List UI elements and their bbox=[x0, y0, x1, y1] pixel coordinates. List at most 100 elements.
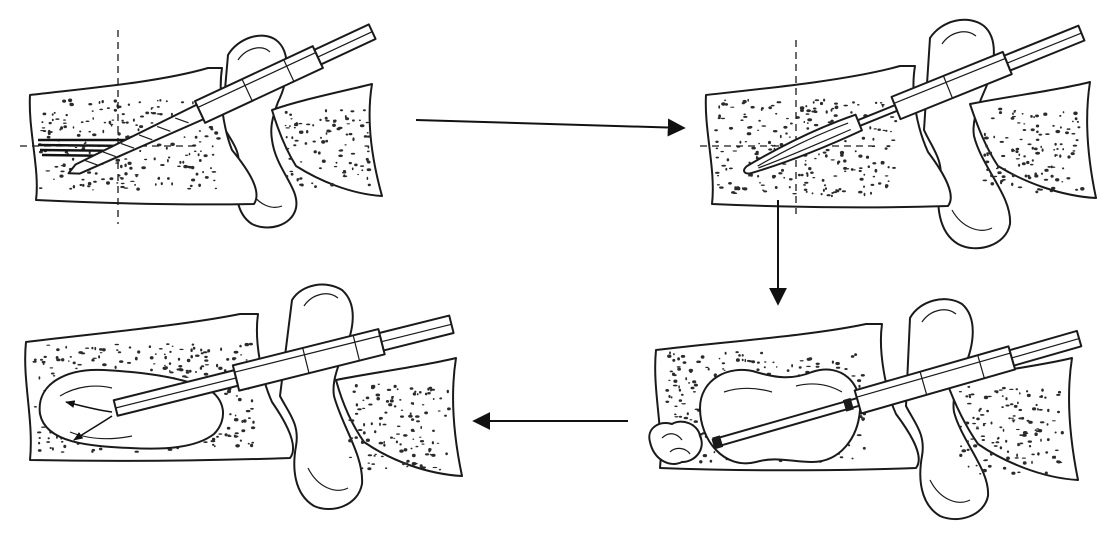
bone-speck bbox=[982, 439, 985, 441]
bone-speck bbox=[959, 391, 962, 392]
bone-speck bbox=[367, 151, 370, 153]
bone-speck bbox=[212, 444, 214, 446]
bone-speck bbox=[881, 161, 885, 165]
bone-speck bbox=[187, 359, 191, 362]
bone-speck bbox=[405, 462, 408, 465]
bone-speck bbox=[1039, 409, 1043, 411]
bone-speck bbox=[1016, 454, 1018, 458]
bone-speck bbox=[402, 462, 405, 465]
bone-speck bbox=[1007, 450, 1009, 453]
bone-speck bbox=[725, 352, 727, 355]
bone-speck bbox=[1012, 116, 1016, 117]
bone-speck bbox=[212, 154, 215, 156]
bone-speck bbox=[181, 101, 184, 103]
bone-speck bbox=[742, 187, 744, 189]
bone-speck bbox=[1014, 110, 1016, 113]
bone-speck bbox=[286, 136, 288, 138]
bone-speck bbox=[413, 392, 416, 395]
bone-speck bbox=[976, 427, 979, 428]
bone-speck bbox=[984, 137, 989, 140]
bone-speck bbox=[1036, 430, 1041, 432]
bone-speck bbox=[53, 375, 55, 377]
bone-speck bbox=[168, 157, 170, 159]
bone-speck bbox=[47, 136, 51, 139]
bone-speck bbox=[679, 389, 681, 392]
bone-speck bbox=[406, 460, 409, 463]
bone-speck bbox=[338, 127, 343, 129]
bone-speck bbox=[985, 145, 988, 148]
bone-speck bbox=[410, 387, 414, 390]
bone-speck bbox=[877, 129, 881, 131]
bone-speck bbox=[777, 101, 782, 103]
bone-speck bbox=[1033, 116, 1035, 118]
bone-speck bbox=[872, 162, 876, 164]
bone-speck bbox=[245, 343, 250, 346]
bone-speck bbox=[1018, 164, 1020, 167]
bone-speck bbox=[39, 376, 41, 379]
bone-speck bbox=[366, 397, 370, 400]
bone-speck bbox=[716, 148, 719, 150]
bone-speck bbox=[291, 173, 294, 176]
bone-speck bbox=[199, 159, 202, 162]
bone-speck bbox=[790, 123, 793, 125]
bone-speck bbox=[1047, 409, 1049, 412]
bone-speck bbox=[420, 426, 422, 429]
bone-speck bbox=[73, 362, 76, 365]
bone-speck bbox=[745, 141, 747, 142]
bone-speck bbox=[141, 166, 146, 169]
bone-speck bbox=[997, 438, 999, 440]
bone-speck bbox=[314, 185, 317, 188]
bone-speck bbox=[806, 172, 809, 174]
bone-speck bbox=[355, 436, 358, 439]
bone-speck bbox=[1055, 130, 1060, 133]
bone-speck bbox=[814, 124, 818, 126]
bone-speck bbox=[973, 444, 977, 447]
bone-speck bbox=[124, 187, 129, 188]
bone-speck bbox=[333, 120, 336, 122]
bone-speck bbox=[733, 192, 737, 194]
bone-speck bbox=[718, 114, 721, 117]
bone-speck bbox=[1005, 397, 1007, 400]
bone-speck bbox=[92, 133, 96, 136]
bone-speck bbox=[858, 191, 862, 194]
bone-speck bbox=[1043, 113, 1047, 116]
bone-speck bbox=[62, 100, 66, 103]
bone-speck bbox=[224, 393, 228, 395]
bone-speck bbox=[33, 361, 37, 363]
arrow-step1-to-step2 bbox=[416, 120, 684, 128]
bone-speck bbox=[984, 133, 986, 136]
bone-speck bbox=[1076, 139, 1079, 141]
bone-speck bbox=[968, 466, 970, 468]
bone-speck bbox=[729, 168, 733, 170]
bone-speck bbox=[725, 103, 728, 106]
bone-speck bbox=[866, 156, 869, 159]
bone-speck bbox=[169, 362, 171, 365]
bone-speck bbox=[444, 415, 447, 417]
bone-speck bbox=[164, 365, 166, 366]
bone-speck bbox=[367, 168, 372, 171]
bone-speck bbox=[340, 109, 343, 111]
bone-speck bbox=[1032, 147, 1034, 150]
bone-speck bbox=[719, 186, 724, 188]
bone-speck bbox=[1015, 150, 1018, 153]
bone-speck bbox=[862, 137, 865, 140]
bone-speck bbox=[120, 165, 123, 168]
bone-speck bbox=[1059, 154, 1061, 157]
bone-speck bbox=[981, 435, 985, 437]
bone-speck bbox=[81, 179, 84, 181]
bone-speck bbox=[1028, 176, 1032, 179]
bone-speck bbox=[122, 122, 126, 124]
bone-speck bbox=[43, 113, 47, 116]
bone-speck bbox=[419, 437, 421, 438]
bone-speck bbox=[743, 116, 747, 118]
bone-speck bbox=[160, 164, 165, 166]
bone-speck bbox=[411, 429, 415, 432]
bone-speck bbox=[69, 188, 72, 190]
bone-speck bbox=[984, 396, 988, 400]
bone-speck bbox=[340, 149, 344, 151]
bone-speck bbox=[56, 356, 59, 359]
bone-speck bbox=[759, 182, 761, 184]
bone-speck bbox=[81, 352, 85, 354]
